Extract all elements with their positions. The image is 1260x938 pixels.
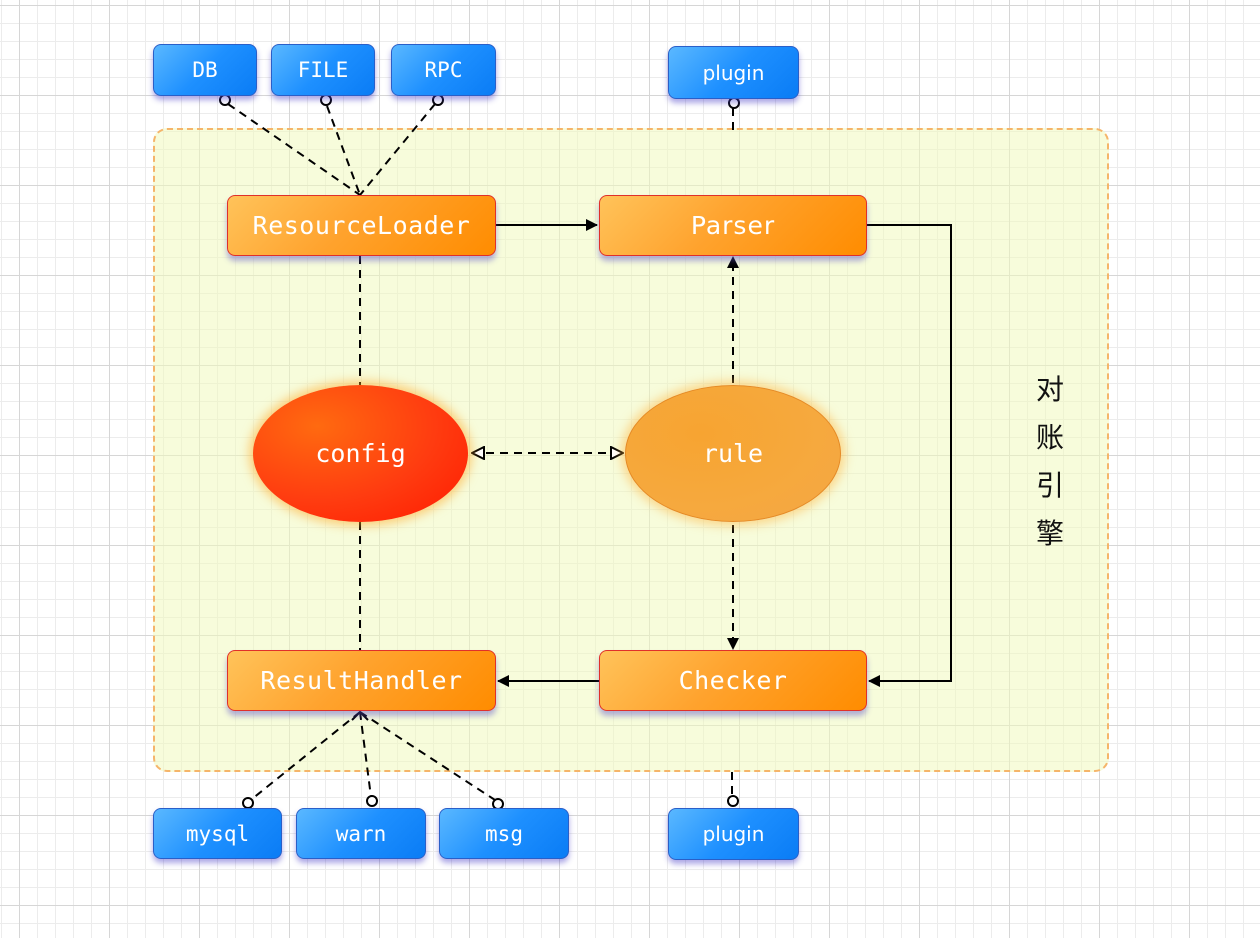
node-resource-loader-label: ResourceLoader xyxy=(252,211,471,240)
node-config-label: config xyxy=(315,439,406,468)
node-parser[interactable]: Parser xyxy=(599,195,867,256)
port-rpc xyxy=(432,94,444,106)
node-db[interactable]: DB xyxy=(153,44,257,96)
node-db-label: DB xyxy=(192,58,218,82)
engine-title-char: 账 xyxy=(1035,421,1064,454)
port-file xyxy=(320,94,332,106)
node-plugin-bottom-label: plugin xyxy=(702,822,765,846)
node-msg-label: msg xyxy=(485,821,523,846)
port-mysql xyxy=(242,797,254,809)
node-msg[interactable]: msg xyxy=(439,808,569,859)
node-plugin-top[interactable]: plugin xyxy=(668,46,799,99)
node-rpc-label: RPC xyxy=(424,58,463,82)
node-warn[interactable]: warn xyxy=(296,808,426,859)
engine-title-char: 引 xyxy=(1035,469,1064,502)
node-parser-label: Parser xyxy=(690,211,776,240)
port-plugin-top xyxy=(728,97,740,109)
node-config[interactable]: config xyxy=(253,385,468,522)
engine-title-char: 对 xyxy=(1035,373,1064,406)
node-plugin-top-label: plugin xyxy=(702,60,765,85)
node-resource-loader[interactable]: ResourceLoader xyxy=(227,195,496,256)
node-mysql[interactable]: mysql xyxy=(153,808,282,859)
node-checker-label: Checker xyxy=(678,666,788,695)
node-warn-label: warn xyxy=(335,821,387,846)
port-plugin-bottom xyxy=(727,795,739,807)
node-result-handler-label: ResultHandler xyxy=(260,666,463,695)
node-file[interactable]: FILE xyxy=(271,44,375,96)
node-rule[interactable]: rule xyxy=(625,385,841,522)
node-result-handler[interactable]: ResultHandler xyxy=(227,650,496,711)
node-mysql-label: mysql xyxy=(185,821,250,846)
node-file-label: FILE xyxy=(297,58,349,82)
port-db xyxy=(219,94,231,106)
engine-title-char: 擎 xyxy=(1035,517,1064,550)
node-rule-label: rule xyxy=(702,439,764,468)
port-warn xyxy=(366,795,378,807)
node-rpc[interactable]: RPC xyxy=(391,44,496,96)
engine-title: 对 账 引 擎 xyxy=(1030,366,1070,558)
node-checker[interactable]: Checker xyxy=(599,650,867,711)
node-plugin-bottom[interactable]: plugin xyxy=(668,808,799,860)
